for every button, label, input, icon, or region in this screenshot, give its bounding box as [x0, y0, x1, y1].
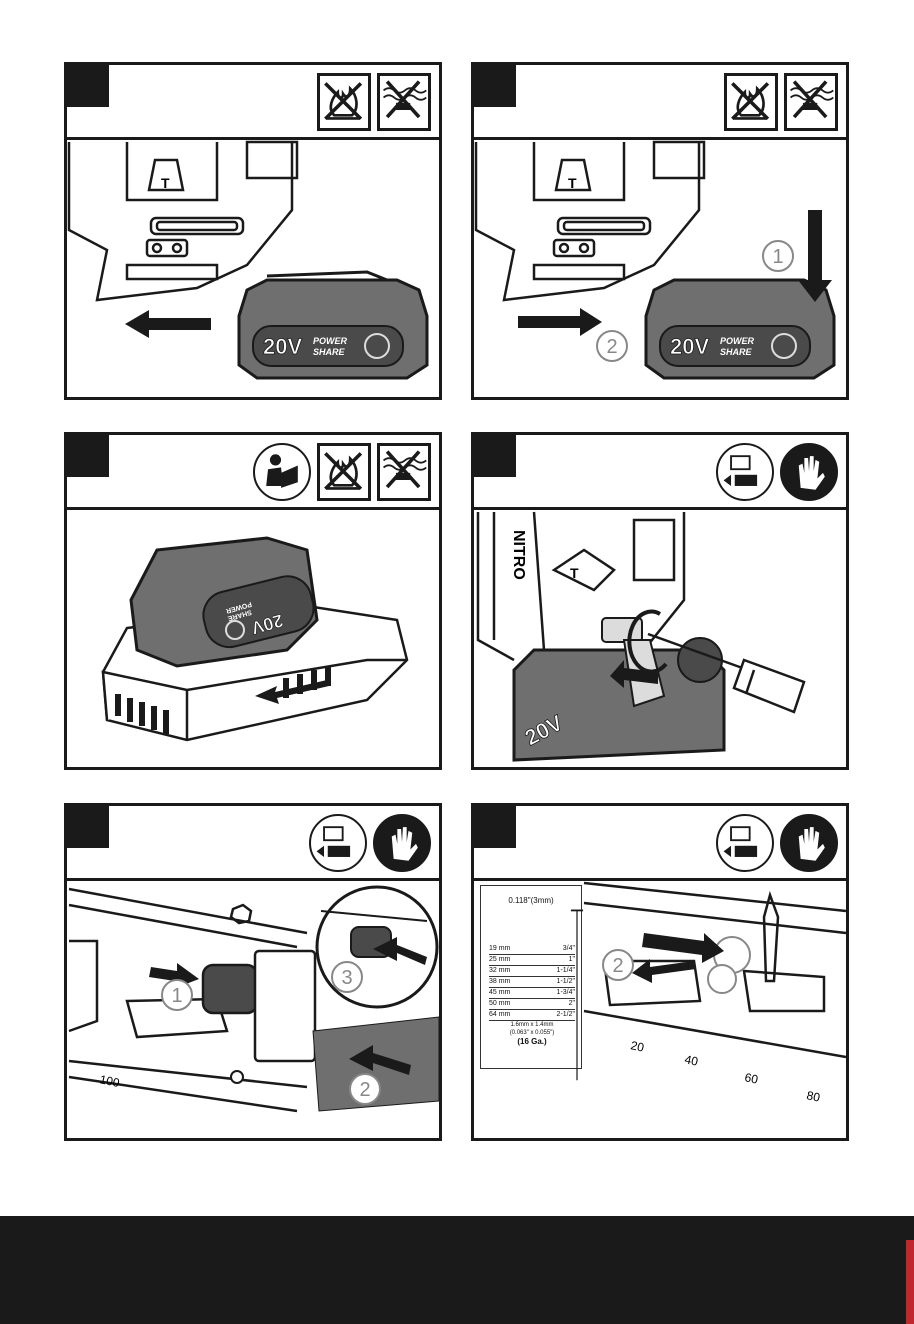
panel-header: [67, 435, 439, 510]
scale-label-100: 100: [98, 1072, 121, 1090]
nail-length-row: 50 mm 2": [489, 999, 575, 1010]
nail-length-inch: 2": [569, 999, 575, 1009]
remove-battery-icon: [309, 814, 367, 872]
nail-length-inch: 1-1/4": [557, 966, 575, 976]
nail-length-row: 45 mm 1-3/4": [489, 988, 575, 999]
no-fire-icon: [724, 73, 778, 131]
panel-header: [474, 435, 846, 510]
panel-header: [67, 65, 439, 140]
nail-length-inch: 1": [569, 955, 575, 965]
nail-length-mm: 50 mm: [489, 999, 510, 1009]
footer-accent-tab: [906, 1240, 914, 1324]
scale-label-20: 20: [629, 1038, 645, 1055]
no-water-icon: [377, 443, 431, 501]
battery-voltage-label: 20V: [263, 334, 302, 359]
read-manual-icon: [253, 443, 311, 501]
battery-voltage-label: 20V: [670, 334, 709, 359]
nail-cross-section-in: (0.063" x 0.055"): [489, 1029, 575, 1037]
step-marker-1-label: 1: [171, 985, 182, 1007]
battery-pack-illustration: [646, 280, 834, 378]
step-marker-2-label: 2: [359, 1079, 370, 1101]
trigger-mark: T: [161, 175, 170, 191]
nail-length-mm: 32 mm: [489, 966, 510, 976]
nailer-side-illustration: [478, 512, 684, 660]
gloves-icon: [780, 443, 838, 501]
nail-length-mm: 38 mm: [489, 977, 510, 987]
arrow-left-icon: [125, 310, 211, 338]
nail-length-mm: 19 mm: [489, 944, 510, 954]
nailer-body-illustration: [69, 142, 297, 300]
nail-length-table: 19 mm 3/4" 25 mm 1" 32 mm 1-1/4" 38 mm 1-1/2…: [489, 944, 575, 1047]
nail-length-row: 32 mm 1-1/4": [489, 966, 575, 977]
step-number-box: [474, 435, 516, 477]
no-fire-icon: [317, 73, 371, 131]
battery-brand-line2: SHARE: [313, 347, 346, 357]
nail-length-mm: 45 mm: [489, 988, 510, 998]
arrow-right-icon: [518, 308, 602, 336]
nail-length-inch: 2-1/2": [557, 1010, 575, 1020]
nail-length-inch: 1-1/2": [557, 977, 575, 987]
panel-header: [474, 65, 846, 140]
remove-battery-icon: [716, 814, 774, 872]
nail-gauge: (16 Ga.): [489, 1037, 575, 1047]
panel-insert-battery: T 20V POWER SHARE 1 2: [471, 62, 849, 400]
battery-brand-line2: SHARE: [720, 347, 753, 357]
step-number-box: [67, 65, 109, 107]
nail-length-row: 19 mm 3/4": [489, 944, 575, 955]
battery-on-charger-illustration: [131, 538, 319, 666]
step-number-box: [67, 806, 109, 848]
panel-illustration: T 20V POWER SHARE 1 2: [474, 140, 846, 397]
nail-spec-card: 0.118"(3mm) 19 mm 3/4" 25 mm 1" 32 mm 1-1/4…: [480, 885, 582, 1069]
step-number-box: [474, 806, 516, 848]
panel-remove-battery: T 20V POWER SHARE: [64, 62, 442, 400]
nail-cross-section-mm: 1.6mm x 1.4mm: [489, 1021, 575, 1029]
step-marker-3-label: 3: [341, 967, 352, 989]
panel-illustration: 100 1 2 3: [67, 881, 439, 1138]
remove-battery-icon: [716, 443, 774, 501]
step-marker-2-label: 2: [606, 336, 617, 358]
nail-head-width: 0.118"(3mm): [481, 896, 581, 905]
nail-length-row: 38 mm 1-1/2": [489, 977, 575, 988]
trigger-mark: T: [568, 175, 577, 191]
nail-length-mm: 25 mm: [489, 955, 510, 965]
panel-charge-battery: 20V POWER SHARE: [64, 432, 442, 770]
tool-brand-text: NITRO: [510, 530, 527, 580]
panel-open-magazine: 100 1 2 3: [64, 803, 442, 1141]
arrow-slide-strip-icon: [642, 933, 724, 963]
arrow-pull-icon: [632, 959, 696, 983]
battery-brand-line1: POWER: [313, 336, 348, 346]
panel-header: [474, 806, 846, 881]
no-fire-icon: [317, 443, 371, 501]
gloves-icon: [780, 814, 838, 872]
nail-length-inch: 3/4": [563, 944, 575, 954]
step-marker-1-label: 1: [772, 246, 783, 268]
no-water-icon: [784, 73, 838, 131]
battery-pack-illustration: [239, 272, 427, 378]
pusher-latch-illustration: [203, 951, 315, 1083]
no-water-icon: [377, 73, 431, 131]
scale-label-80: 80: [805, 1088, 821, 1105]
trigger-mark: T: [570, 565, 579, 581]
step-number-box: [67, 435, 109, 477]
scale-label-40: 40: [683, 1052, 699, 1069]
nailer-body-illustration: [476, 142, 704, 300]
nail-length-mm: 64 mm: [489, 1010, 510, 1020]
panel-illustration: 20V POWER SHARE: [67, 510, 439, 767]
empty-marker-b: [708, 965, 736, 993]
battery-brand-line1: POWER: [720, 336, 755, 346]
panel-illustration: T 20V POWER SHARE: [67, 140, 439, 397]
panel-illustration: NITRO T 20V: [474, 510, 846, 767]
gloves-icon: [373, 814, 431, 872]
scale-label-60: 60: [743, 1070, 759, 1087]
step-number-box: [474, 65, 516, 107]
nail-length-row: 64 mm 2-1/2": [489, 1010, 575, 1021]
panel-adjust-belt-hook: NITRO T 20V: [471, 432, 849, 770]
footer-bar: [0, 1216, 914, 1324]
nail-length-row: 25 mm 1": [489, 955, 575, 966]
panel-header: [67, 806, 439, 881]
nail-length-inch: 1-3/4": [557, 988, 575, 998]
